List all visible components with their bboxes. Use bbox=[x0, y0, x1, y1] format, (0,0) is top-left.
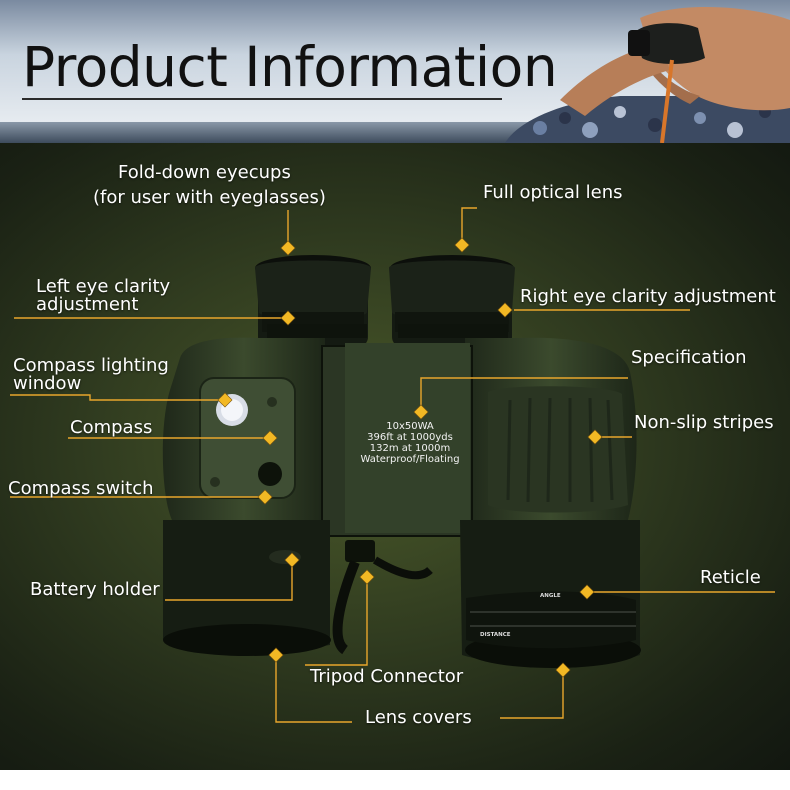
label-battery-holder: Battery holder bbox=[30, 579, 160, 600]
header-binoculars-icon bbox=[635, 23, 705, 64]
spec-line-field-yds: 396ft at 1000yds bbox=[367, 432, 453, 443]
marker-reticle-icon bbox=[579, 584, 595, 600]
label-left-eye-adjustment: adjustment bbox=[36, 294, 139, 315]
label-compass: Compass bbox=[70, 417, 153, 438]
label-right-eye-clarity: Right eye clarity adjustment bbox=[520, 286, 776, 307]
footer-strip bbox=[0, 770, 790, 790]
product-area: 10x50WA 396ft at 1000yds 132m at 1000m W… bbox=[0, 143, 790, 770]
label-non-slip-stripes: Non-slip stripes bbox=[634, 412, 774, 433]
reticle-scale-ring bbox=[466, 591, 636, 649]
marker-right-eye-icon bbox=[497, 302, 513, 318]
spec-line-field-m: 132m at 1000m bbox=[369, 443, 451, 454]
page-title: Product Information bbox=[22, 35, 558, 99]
scale-distance-label: DISTANCE bbox=[480, 632, 511, 638]
marker-lens-cover-right-icon bbox=[555, 662, 571, 678]
marker-specification-icon bbox=[413, 404, 429, 420]
label-compass-lighting-window: window bbox=[13, 373, 82, 394]
marker-non-slip-icon bbox=[587, 429, 603, 445]
tripod-connector bbox=[332, 540, 433, 655]
header-banner: Product Information bbox=[0, 0, 790, 143]
scale-angle-label: ANGLE bbox=[540, 593, 561, 599]
binoculars-illustration bbox=[162, 255, 641, 668]
marker-lens-cover-left-icon bbox=[268, 647, 284, 663]
marker-compass-switch-icon bbox=[257, 489, 273, 505]
marker-battery-holder-icon bbox=[284, 552, 300, 568]
marker-compass-lighting-icon bbox=[217, 392, 233, 408]
marker-full-optical-lens-icon bbox=[454, 237, 470, 253]
label-reticle: Reticle bbox=[700, 567, 761, 588]
spec-line-waterproof: Waterproof/Floating bbox=[360, 454, 460, 465]
marker-compass-icon bbox=[262, 430, 278, 446]
header-background-photo bbox=[0, 0, 790, 143]
label-full-optical-lens: Full optical lens bbox=[483, 182, 623, 203]
label-fold-down-eyecups: Fold-down eyecups bbox=[118, 162, 291, 183]
label-fold-down-eyecups-note: (for user with eyeglasses) bbox=[93, 187, 326, 208]
callout-lines bbox=[10, 207, 775, 723]
person-arm bbox=[560, 44, 670, 116]
compass-switch-icon bbox=[258, 462, 282, 486]
marker-tripod-connector-icon bbox=[359, 569, 375, 585]
label-compass-switch: Compass switch bbox=[8, 478, 154, 499]
marker-fold-down-eyecups-icon bbox=[280, 240, 296, 256]
label-compass-lighting: Compass lighting bbox=[13, 355, 169, 376]
specification-print: 10x50WA 396ft at 1000yds 132m at 1000m W… bbox=[350, 421, 470, 465]
non-slip-panel bbox=[488, 386, 628, 513]
label-specification: Specification bbox=[631, 347, 747, 368]
label-lens-covers: Lens covers bbox=[365, 707, 472, 728]
spec-line-magnification: 10x50WA bbox=[386, 421, 434, 432]
label-left-eye-clarity: Left eye clarity bbox=[36, 276, 171, 297]
title-underline bbox=[22, 98, 502, 100]
callout-markers bbox=[217, 237, 603, 678]
marker-left-eye-icon bbox=[280, 310, 296, 326]
label-tripod-connector: Tripod Connector bbox=[310, 666, 464, 687]
focus-rings bbox=[267, 324, 508, 338]
